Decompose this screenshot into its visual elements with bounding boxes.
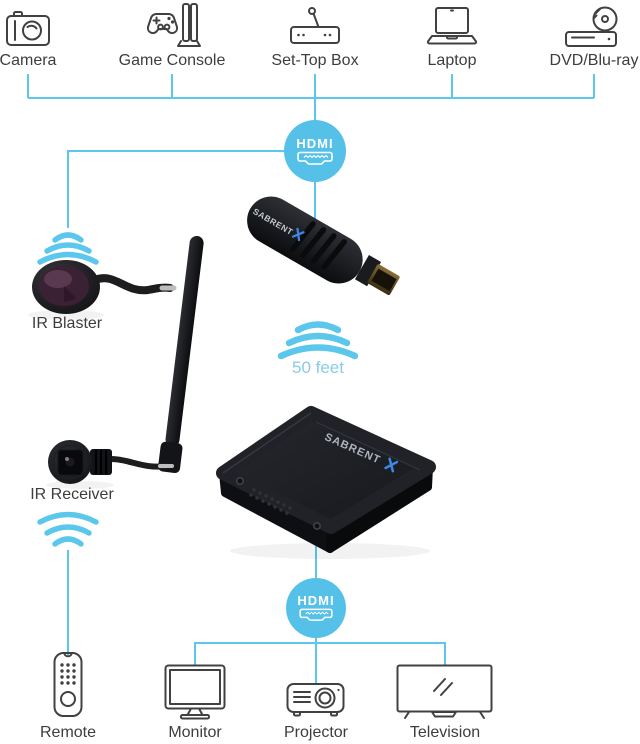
hdmi-label: HDMI [296, 135, 334, 151]
receiver-antenna [158, 235, 204, 474]
device-label: Set-Top Box [271, 52, 359, 69]
ir-receiver-label: IR Receiver [30, 486, 114, 503]
device-label: Laptop [427, 52, 477, 69]
dongle-brand-x-logo [291, 227, 305, 242]
dvd-player-icon [565, 6, 618, 47]
blaster-shadow [28, 310, 104, 320]
receiver-box: SABRENT [216, 406, 436, 553]
camera-icon [6, 11, 50, 46]
output-projector: Projector [256, 664, 376, 742]
ir-receiver-shadow [46, 481, 114, 489]
device-label: Television [409, 724, 481, 741]
device-label: Monitor [168, 724, 222, 741]
ir-blaster-label: IR Blaster [31, 315, 103, 332]
remote-control: Remote [8, 652, 128, 742]
game-console-icon [146, 3, 201, 47]
ir-receiver-signal-icon [37, 511, 99, 547]
device-label: Camera [0, 52, 57, 69]
remote-icon [53, 652, 83, 717]
ir-blaster-device [32, 260, 177, 314]
set-top-box-icon [290, 7, 340, 44]
wireless-range-signal-icon [277, 321, 359, 360]
wireless-range-label: 50 feet [292, 358, 344, 377]
device-label: DVD/Blu-ray [549, 52, 639, 69]
device-label: Projector [283, 724, 349, 741]
television-icon [396, 664, 493, 719]
hdmi-connector-icon [299, 608, 333, 621]
output-monitor: Monitor [135, 664, 255, 742]
projector-icon [286, 683, 345, 717]
source-set-top-box: Set-Top Box [255, 0, 375, 70]
monitor-icon [164, 664, 226, 720]
laptop-icon [426, 7, 478, 45]
source-laptop: Laptop [392, 0, 512, 70]
source-game-console: Game Console [112, 0, 232, 70]
ir-receiver-device [48, 440, 174, 484]
source-camera: Camera [0, 0, 88, 70]
hdmi-connector-icon [297, 151, 333, 165]
transmitter-dongle: SABRENT [247, 196, 400, 295]
device-label: Game Console [118, 52, 226, 69]
output-television: Television [385, 664, 505, 742]
receiver-vents [249, 488, 292, 515]
ir-blaster-signal-icon [37, 232, 99, 265]
device-label: Remote [39, 724, 97, 741]
hdmi-badge-receiver: HDMI [286, 578, 346, 638]
source-dvd-bluray: DVD/Blu-ray [534, 0, 640, 70]
hdmi-label: HDMI [297, 593, 335, 608]
hdmi-badge-transmitter: HDMI [284, 120, 346, 182]
